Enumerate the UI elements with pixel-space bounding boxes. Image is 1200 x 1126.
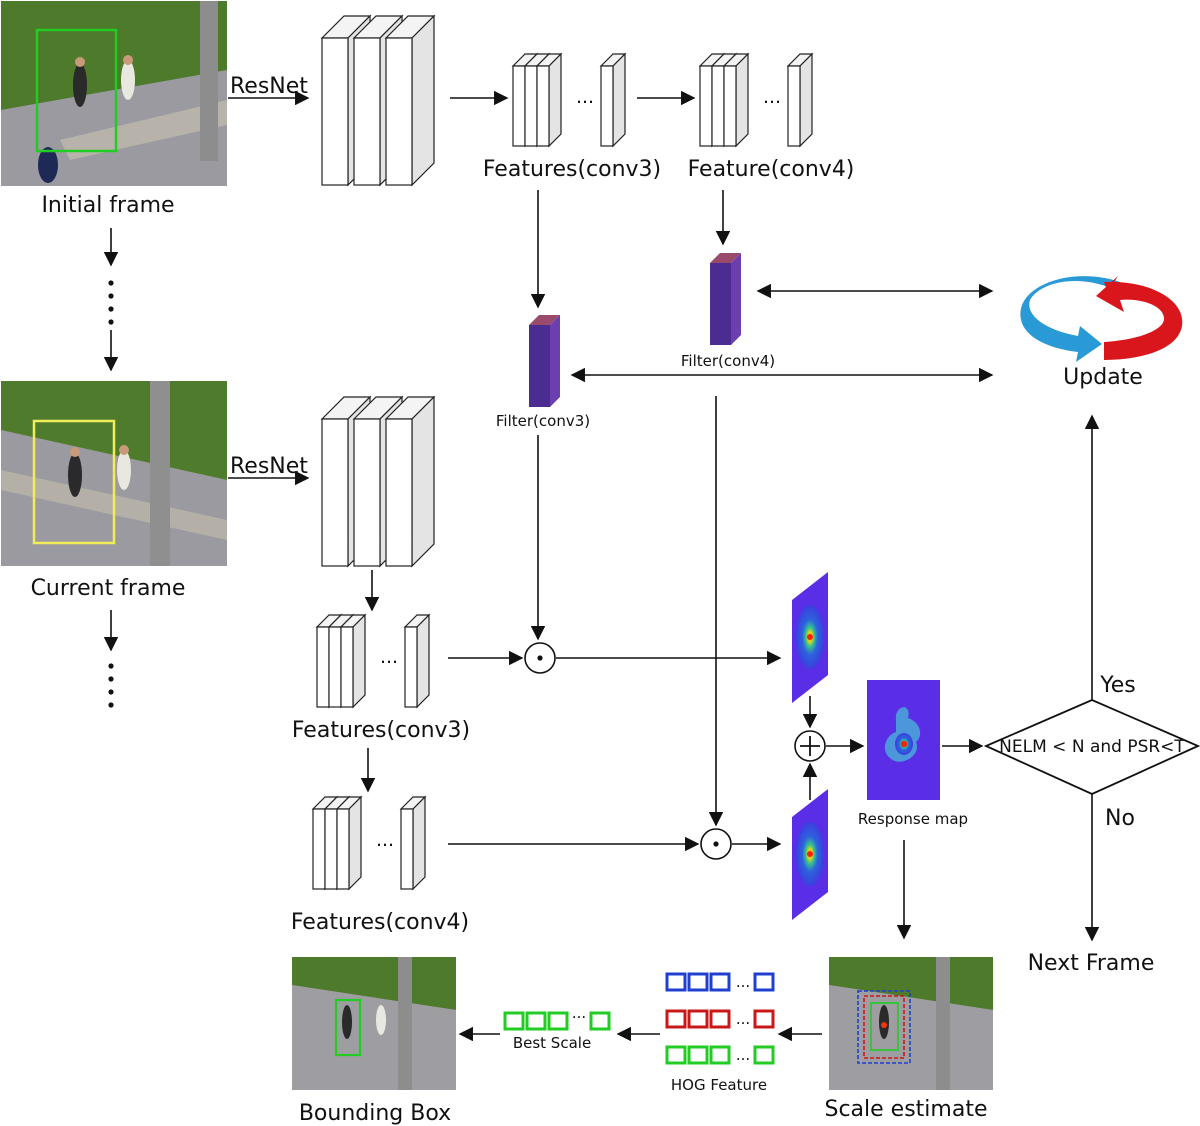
heatmap-conv3	[792, 572, 828, 703]
bounding-box-label: Bounding Box	[299, 1101, 451, 1126]
decision-no-label: No	[1105, 806, 1135, 831]
ellipsis-bot4: ...	[376, 829, 394, 851]
resnet-top-block	[320, 14, 436, 187]
feature-conv4-top-label: Feature(conv4)	[688, 157, 855, 182]
best-scale-feature	[503, 1011, 611, 1031]
resnet-bottom-block	[320, 395, 436, 568]
heatmap-conv4	[792, 789, 828, 920]
hog-cell	[753, 1009, 775, 1029]
feature-slab	[339, 613, 367, 709]
best-scale-ellipsis: ...	[572, 1004, 586, 1022]
hog-ellipsis-2: ...	[736, 1010, 750, 1028]
response-map-label: Response map	[858, 810, 968, 828]
update-label: Update	[1063, 365, 1143, 390]
hog-ellipsis-1: ...	[736, 973, 750, 991]
hog-cell	[687, 972, 709, 992]
best-scale-label: Best Scale	[513, 1034, 591, 1052]
feature-slab	[403, 613, 431, 709]
hog-cell	[665, 1045, 687, 1065]
correlation-op-conv3	[524, 642, 556, 674]
update-cycle-icon	[1020, 276, 1183, 362]
decision-yes-label: Yes	[1099, 673, 1136, 698]
feature-slab	[599, 52, 627, 148]
hog-cell	[709, 1045, 731, 1065]
hog-cell	[753, 972, 775, 992]
resnet-layer	[384, 14, 436, 187]
sum-op	[794, 730, 826, 762]
scale-estimate-image	[829, 957, 993, 1090]
hog-cell	[503, 1011, 525, 1031]
current-target-box	[32, 419, 116, 545]
feature-stack-conv3-top	[511, 52, 627, 148]
bounding-box-image	[292, 957, 456, 1090]
next-frame-label: Next Frame	[1028, 951, 1155, 976]
hog-cell	[709, 1009, 731, 1029]
filter-conv3-label: Filter(conv3)	[496, 412, 590, 430]
decision-diamond	[983, 699, 1200, 795]
ellipsis-bot3: ...	[380, 646, 398, 668]
initial-frame-label: Initial frame	[41, 193, 174, 218]
feature-stack-conv3-bottom	[315, 613, 431, 709]
sequence-dots-1	[108, 280, 114, 325]
hog-cell	[665, 972, 687, 992]
feature-slab	[399, 795, 427, 891]
resnet-top-label: ResNet	[230, 74, 308, 99]
features-conv3-top-label: Features(conv3)	[483, 157, 661, 182]
feature-stack-conv4-bottom	[311, 795, 427, 891]
feature-slab	[786, 52, 814, 148]
initial-frame-image	[1, 1, 227, 186]
hog-cell	[709, 972, 731, 992]
hog-cell	[687, 1009, 709, 1029]
feature-slab	[335, 795, 363, 891]
features-conv4-bottom-label: Features(conv4)	[291, 910, 469, 935]
features-conv3-bottom-label: Features(conv3)	[292, 718, 470, 743]
filter-conv4-label: Filter(conv4)	[681, 352, 775, 370]
resnet-bottom-label: ResNet	[230, 454, 308, 479]
sequence-dots-2	[108, 663, 114, 708]
hog-cell	[753, 1045, 775, 1065]
hog-ellipsis-3: ...	[736, 1046, 750, 1064]
response-map-image	[867, 680, 940, 800]
initial-target-box	[35, 28, 118, 153]
feature-slab	[535, 52, 563, 148]
hog-feature-label: HOG Feature	[671, 1076, 767, 1094]
feature-slab	[722, 52, 750, 148]
current-frame-label: Current frame	[31, 576, 186, 601]
current-frame-image	[1, 381, 227, 566]
best-cell	[589, 1011, 611, 1031]
correlation-op-conv4	[700, 828, 732, 860]
ellipsis-top3: ...	[576, 86, 594, 108]
feature-stack-conv4-top	[698, 52, 814, 148]
ellipsis-top4: ...	[763, 86, 781, 108]
hog-cell	[525, 1011, 547, 1031]
hog-cell	[665, 1009, 687, 1029]
resnet-layer	[384, 395, 436, 568]
filter-conv4	[710, 253, 741, 345]
hog-cell	[547, 1011, 569, 1031]
hog-feature-grid	[665, 972, 775, 1065]
filter-conv3	[529, 315, 560, 407]
hog-cell	[687, 1045, 709, 1065]
scale-estimate-label: Scale estimate	[825, 1097, 988, 1122]
decision-condition: NELM < N and PSR<T	[999, 737, 1185, 757]
